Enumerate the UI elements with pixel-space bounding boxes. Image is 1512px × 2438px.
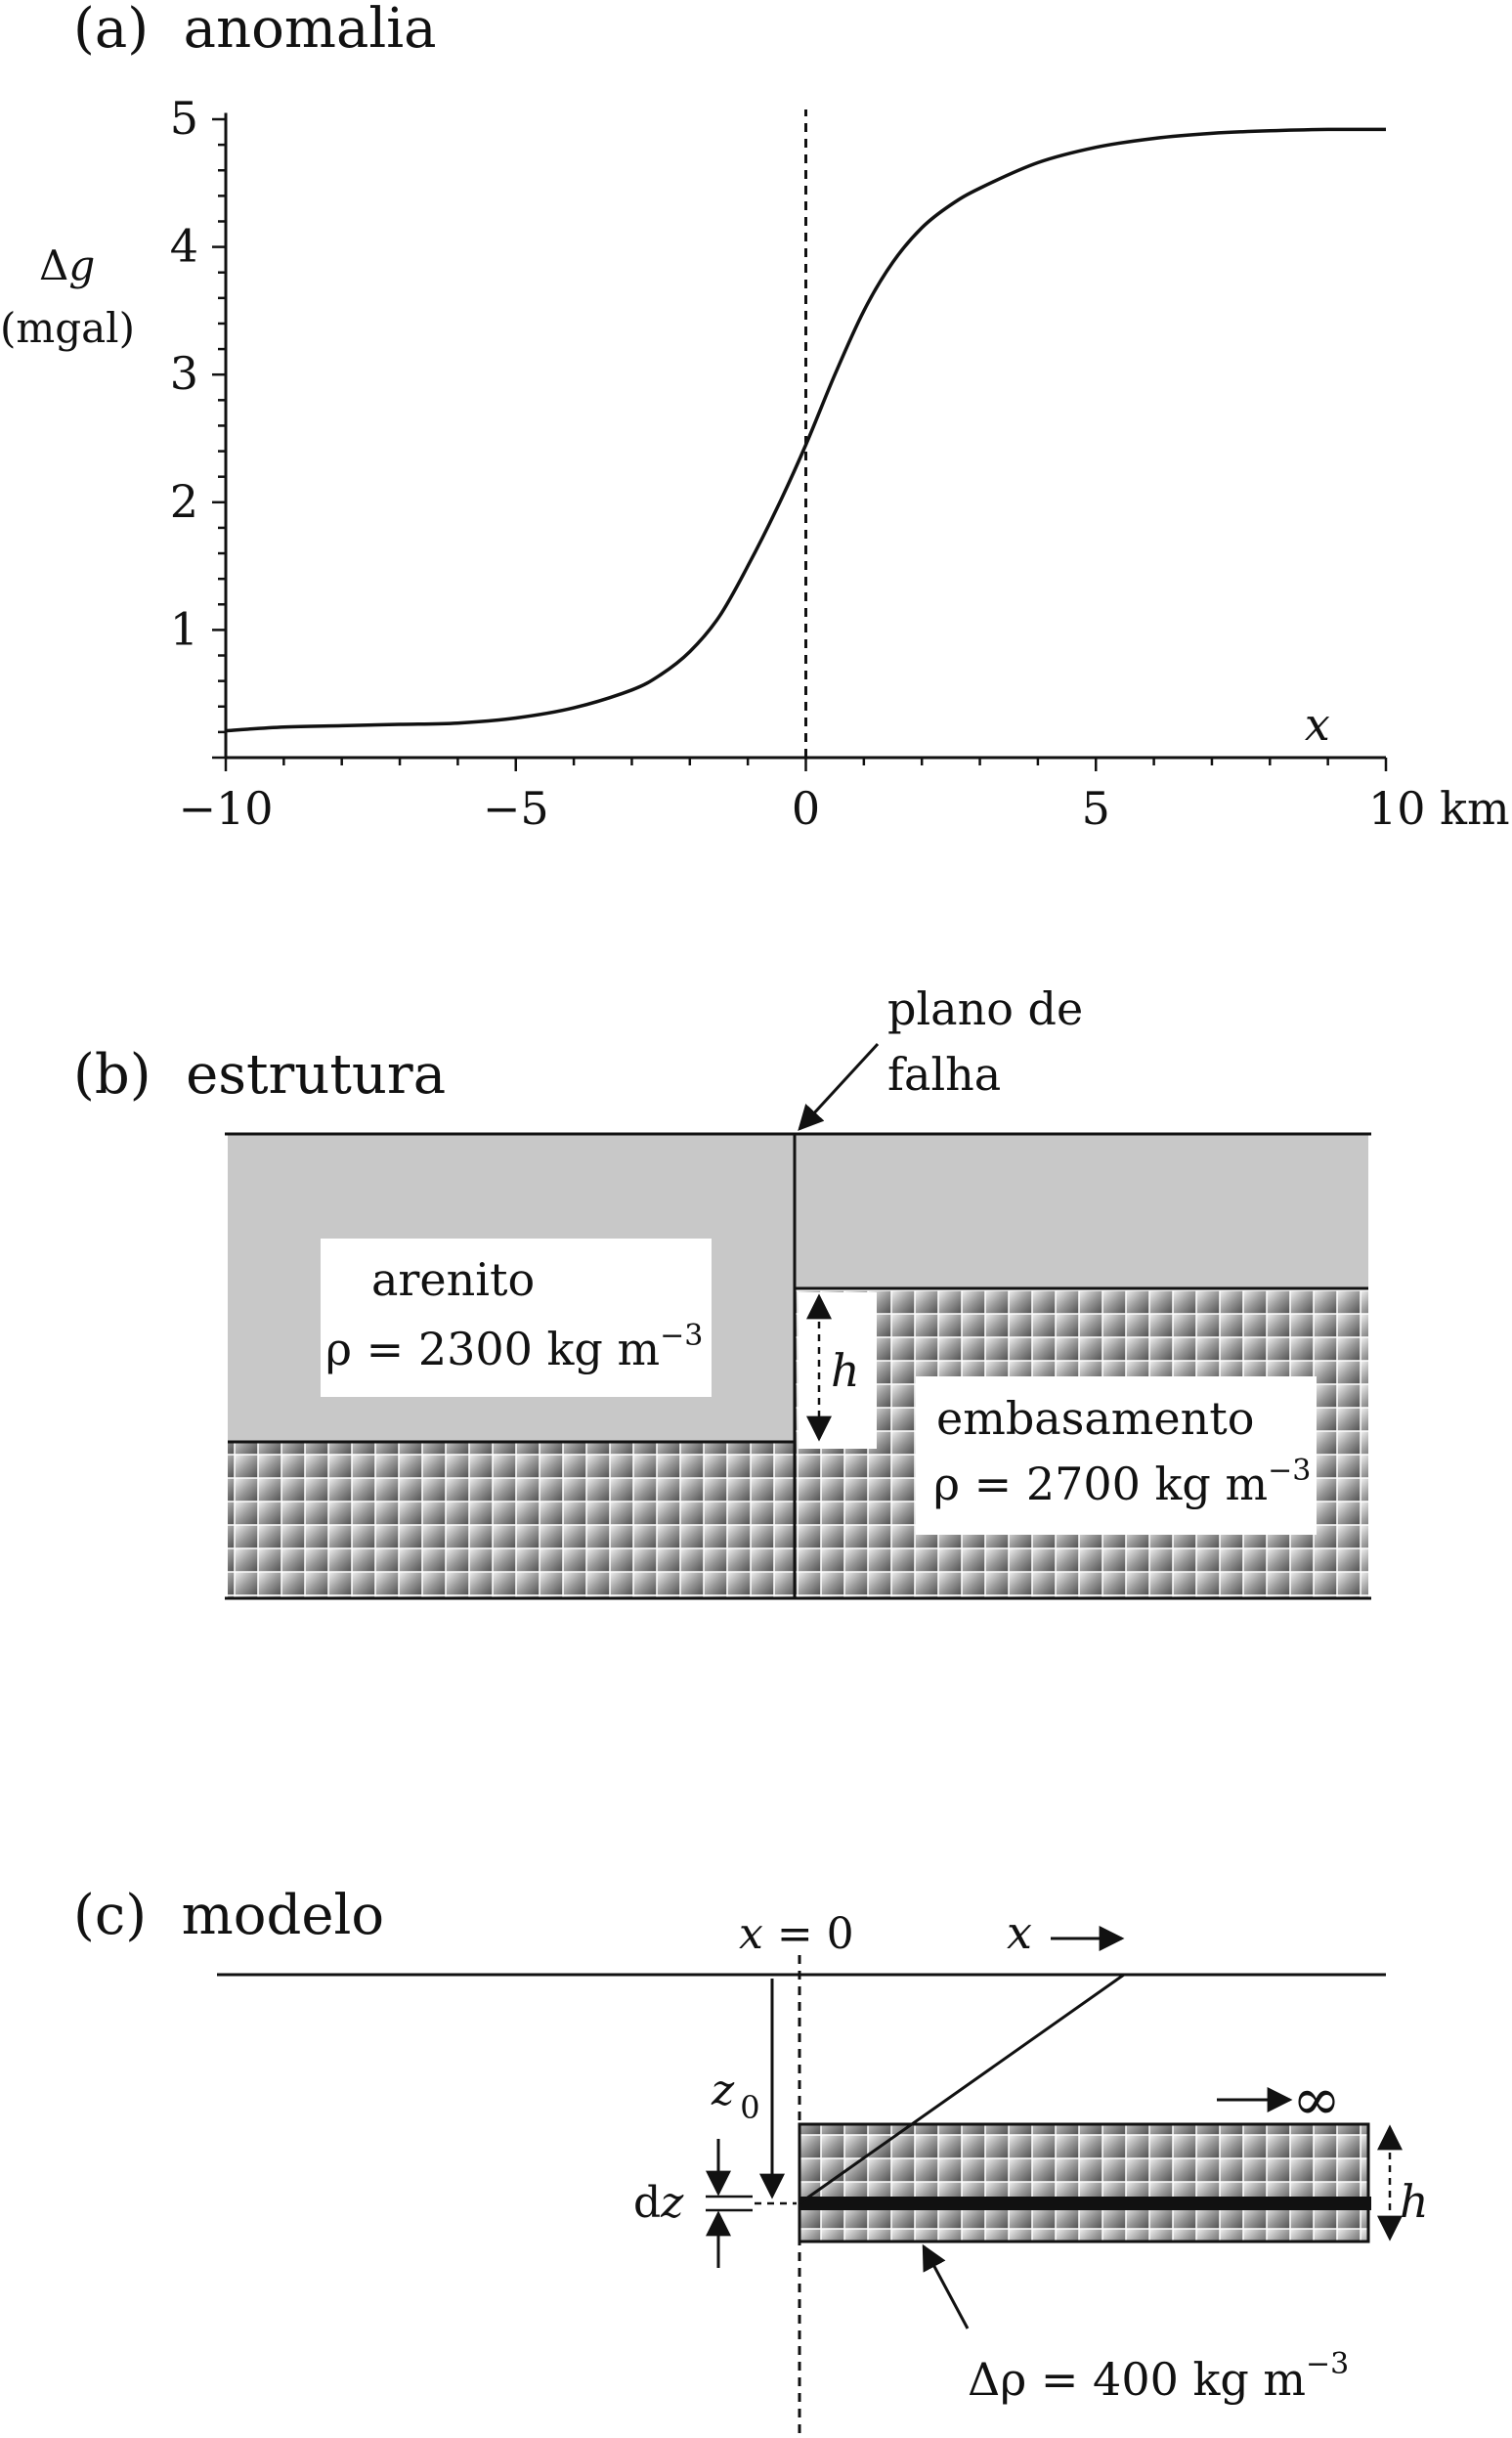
x-tick-label: 10 km: [1368, 782, 1510, 835]
panel-b-title: (b) estrutura: [73, 1043, 446, 1107]
anomaly-curve: [225, 127, 1387, 733]
fault-label-arrow: [798, 1042, 880, 1131]
sandstone-label: arenito: [371, 1253, 535, 1306]
x-axis-label: x: [1305, 698, 1330, 751]
density-contrast-arrow: [922, 2243, 970, 2329]
y-axis-label-delta-g: Δg: [39, 241, 95, 289]
thickness-label-b: h: [831, 1344, 860, 1397]
y-tick-label: 5: [170, 92, 198, 145]
z0-label-z: z: [711, 2066, 735, 2115]
panel-a: (a) anomalia Δg (mgal) 1 2 3 4 5 −10 −5 0 5 10 km…: [0, 0, 1510, 835]
panel-b: (b) estrutura plano de falha arenito ρ =…: [73, 982, 1371, 1600]
y-tick-label: 4: [170, 220, 198, 273]
basement-density: ρ = 2700 kg m−3: [933, 1454, 1311, 1510]
panel-c-title: (c) modelo: [73, 1884, 384, 1947]
panel-a-title: (a) anomalia: [73, 0, 437, 61]
distance-line: [799, 1973, 1125, 2205]
dz-label: dz: [633, 2178, 684, 2228]
basement-density-exponent: −3: [1268, 1454, 1311, 1488]
y-tick-label: 1: [170, 602, 198, 655]
basement-left: [228, 1442, 795, 1598]
fault-label-line1: plano de: [887, 982, 1083, 1035]
sandstone-right: [795, 1134, 1368, 1288]
x-distance-label: x: [1007, 1906, 1032, 1959]
sandstone-density-exponent: −3: [660, 1319, 703, 1353]
sandstone-density-text: ρ = 2300 kg m: [325, 1323, 660, 1375]
basement-label: embasamento: [936, 1392, 1254, 1445]
chart-tick-labels: 1 2 3 4 5 −10 −5 0 5 10 km: [170, 92, 1510, 835]
x-tick-label: 0: [792, 782, 820, 835]
y-tick-label: 2: [170, 475, 198, 528]
x-tick-label: −5: [483, 782, 549, 835]
dz-label-z: z: [660, 2178, 684, 2228]
slab: [799, 2124, 1368, 2242]
basement-density-text: ρ = 2700 kg m: [933, 1458, 1268, 1510]
density-contrast-exponent: −3: [1306, 2347, 1349, 2381]
thin-layer-dz: [799, 2197, 1371, 2210]
slab-outline: [798, 2122, 1370, 2243]
y-axis-label-unit: (mgal): [0, 304, 135, 352]
thickness-label-c: h: [1400, 2175, 1429, 2228]
basement-label-box: [916, 1376, 1317, 1535]
dz-label-d: d: [633, 2178, 661, 2228]
density-contrast-label: Δρ = 400 kg m−3: [968, 2347, 1349, 2406]
sandstone-label-box: [321, 1239, 712, 1397]
x-tick-label: −10: [178, 782, 273, 835]
infinity-label: ∞: [1292, 2066, 1341, 2134]
origin-label: x = 0: [739, 1909, 854, 1959]
z0-label-subscript: 0: [740, 2089, 759, 2126]
x-tick-label: 5: [1082, 782, 1110, 835]
chart-ticks: [212, 117, 1388, 771]
sandstone-density: ρ = 2300 kg m−3: [325, 1319, 703, 1375]
density-contrast-text: Δρ = 400 kg m: [968, 2353, 1306, 2406]
y-tick-label: 3: [170, 347, 198, 400]
y-axis-label-g: g: [68, 241, 95, 289]
fault-label-line2: falha: [887, 1048, 1001, 1101]
